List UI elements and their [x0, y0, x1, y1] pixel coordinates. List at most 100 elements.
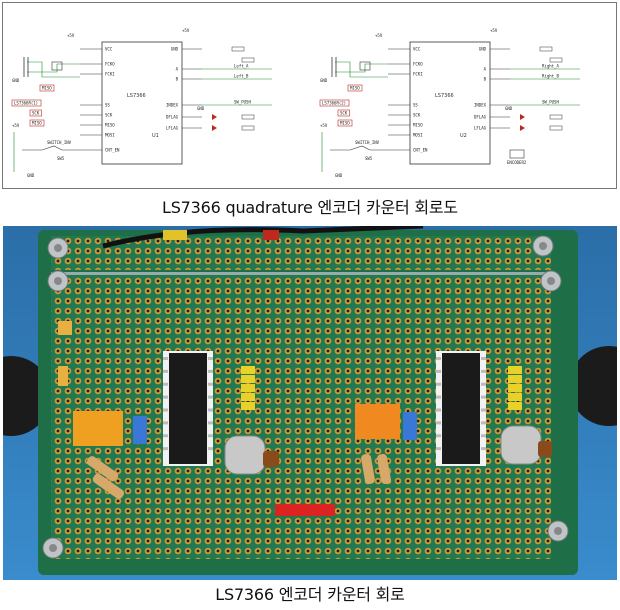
crystal-symbol	[359, 61, 371, 71]
header-pin-yellow	[508, 375, 522, 383]
pin-right-label: DFLAG	[474, 115, 487, 120]
pin-left-label: SCK	[413, 113, 421, 118]
pin-left-label: SS	[413, 103, 418, 108]
chip-pin	[481, 421, 486, 425]
pin-left-label: FCKO	[105, 62, 115, 67]
pin-right-label: DFLAG	[166, 115, 179, 120]
resistor	[86, 456, 119, 482]
crystal-right	[500, 425, 542, 465]
board-caption: LS7366 엔코더 카운터 회로	[215, 585, 405, 604]
power-symbol: +5V	[182, 28, 190, 33]
chip-pin	[163, 395, 168, 399]
signal-tag-label: MISO	[32, 121, 42, 126]
chip-pin	[208, 395, 213, 399]
net-label: SW_PUSH	[542, 100, 559, 105]
signal-tag	[29, 109, 42, 117]
power-symbol: GND	[505, 106, 513, 111]
switch-symbol	[330, 145, 388, 151]
pin-left-label: FCKI	[413, 72, 423, 77]
signal-tag-label: LS7366R(1)	[14, 101, 38, 106]
pin-right-label: INDEX	[166, 103, 179, 108]
wheel-right	[569, 346, 617, 426]
capacitor-box-left	[73, 411, 123, 446]
standoff-screw-head	[547, 277, 555, 285]
header-red-bottom	[275, 504, 335, 516]
chip-body	[409, 41, 491, 165]
chip-pin	[481, 357, 486, 360]
pin-left-label: VCC	[105, 47, 113, 52]
chip-pin	[481, 408, 486, 412]
chip-pin	[208, 382, 213, 386]
pin-left-label: SCK	[105, 113, 113, 118]
wire	[27, 63, 80, 73]
chip-pin	[163, 421, 168, 425]
wire	[335, 63, 388, 73]
signal-tag	[319, 99, 350, 107]
pcb-board-illustration	[3, 226, 617, 580]
standoff-screw-head	[54, 244, 62, 252]
standoff-screw-head	[539, 242, 547, 250]
pin-left-label: CNT_EN	[413, 148, 428, 153]
pin-left-label: FCKO	[413, 62, 423, 67]
led-symbol	[212, 125, 217, 131]
small-capacitor	[263, 451, 279, 467]
crystal-left	[224, 435, 266, 475]
power-symbol: GND	[335, 173, 343, 178]
net-label: SW_PUSH	[234, 100, 251, 105]
chip-pin	[208, 421, 213, 425]
chip-pin	[436, 357, 441, 360]
signal-tag	[337, 109, 350, 117]
bus-wire	[51, 272, 551, 275]
signal-tag-label: MISO	[350, 86, 360, 91]
schematic-diagram: LS7366U1VCCFCKOFCKISSSCKMISOMOSICNT_ENGN…	[2, 2, 617, 189]
power-symbol: GND	[197, 106, 205, 111]
capacitor-box-right	[355, 404, 400, 439]
power-symbol: +5V	[67, 33, 75, 38]
resistor-symbol	[549, 125, 563, 131]
signal-tag	[11, 99, 42, 107]
schematic-left-half: LS7366U1VCCFCKOFCKISSSCKMISOMOSICNT_ENGN…	[11, 28, 272, 178]
pin-right-label: LFLAG	[166, 126, 179, 131]
chip-pin	[436, 369, 441, 373]
header-red-top	[263, 230, 279, 240]
header-pin-yellow	[241, 375, 255, 383]
signal-tag	[347, 84, 363, 92]
encoder-connector	[509, 149, 525, 159]
solder-pad	[58, 321, 72, 335]
schematic-caption: LS7366 quadrature 엔코더 카운터 회로도	[162, 198, 458, 217]
chip-pin	[481, 382, 486, 386]
wire	[335, 61, 388, 78]
led-symbol	[212, 114, 217, 120]
header-pin-yellow	[508, 402, 522, 410]
resistor-symbol	[241, 57, 255, 63]
pin-left-label: MISO	[413, 123, 423, 128]
pin-right-label: INDEX	[474, 103, 487, 108]
pin-left-label: MISO	[105, 123, 115, 128]
header-pin-yellow	[508, 366, 522, 374]
chip-pin	[481, 395, 486, 399]
chip-pin	[436, 447, 441, 451]
switch-ref: SW5	[57, 156, 65, 161]
switch-label: SWITCH_INV	[47, 140, 72, 145]
pin-right-label: B	[176, 77, 179, 82]
power-symbol: GND	[320, 78, 328, 83]
chip-pin	[481, 369, 486, 373]
chip-pin	[163, 369, 168, 373]
chip-pin	[436, 421, 441, 425]
header-pin-yellow	[508, 384, 522, 392]
resistor-symbol	[549, 114, 563, 120]
pin-left-label: CNT_EN	[105, 148, 120, 153]
led-symbol	[520, 125, 525, 131]
pin-right-label: GND	[479, 47, 487, 52]
chip-pin	[481, 447, 486, 451]
chip-pin	[208, 434, 213, 438]
pin-left-label: FCKI	[105, 72, 115, 77]
pin-right-label: B	[484, 77, 487, 82]
pin-right-label: GND	[171, 47, 179, 52]
chip-name: LS7366	[435, 93, 454, 99]
resistor-symbol	[231, 46, 245, 52]
power-symbol: GND	[27, 173, 35, 178]
chip-pin	[481, 434, 486, 438]
chip-ref: U2	[460, 133, 467, 139]
